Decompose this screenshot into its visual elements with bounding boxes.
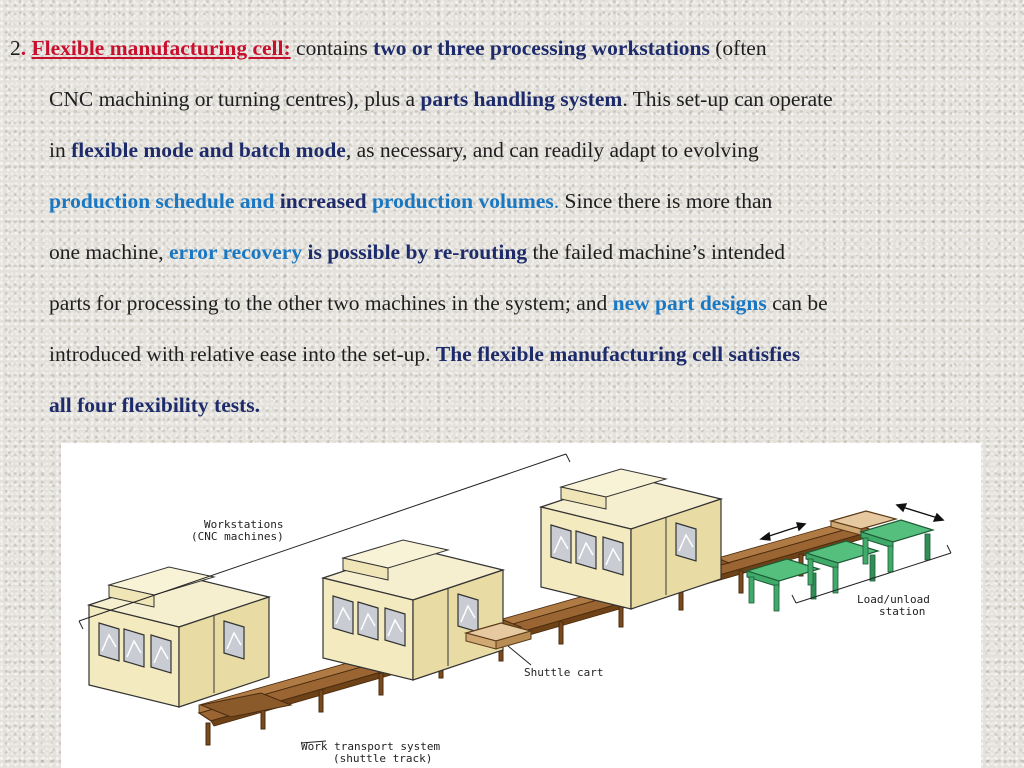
cnc-machine-1 [89, 567, 269, 707]
fmc-illustration: Workstations (CNC machines) Load/unload … [61, 443, 981, 768]
shuttle-track [197, 524, 875, 722]
paragraph-line-7: introduced with relative ease into the s… [49, 342, 801, 366]
shuttle-cart-label: Shuttle cart [524, 666, 603, 679]
load-unload-label: Load/unload [857, 593, 930, 606]
shuttle-cart-end [828, 510, 899, 536]
shuttle-cart [463, 622, 534, 650]
workstations-sublabel: (CNC machines) [191, 530, 284, 543]
double-arrow-icon [759, 503, 945, 541]
fmc-diagram: Workstations (CNC machines) Load/unload … [78, 453, 952, 765]
workstations-bracket [78, 453, 571, 630]
load-unload-bracket [791, 544, 952, 604]
paragraph-line-5: one machine, error recovery is possible … [49, 240, 786, 264]
load-unload-sublabel: station [879, 605, 925, 618]
paragraph-line-4: production schedule and increased produc… [49, 189, 773, 213]
paragraph-line-8: all four flexibility tests. [49, 393, 261, 417]
cnc-machine-3 [541, 469, 721, 609]
cnc-machine-2 [323, 540, 503, 680]
paragraph-line-6: parts for processing to the other two ma… [49, 291, 828, 315]
transport-sublabel: (shuttle track) [333, 752, 432, 765]
list-number: 2. [10, 36, 27, 60]
transport-label: Work transport system [301, 740, 440, 753]
term-heading: Flexible manufacturing cell: [31, 36, 291, 60]
paragraph-line-3: in flexible mode and batch mode, as nece… [49, 138, 759, 162]
paragraph-line-2: CNC machining or turning centres), plus … [49, 87, 833, 111]
workstations-label: Workstations [204, 518, 283, 531]
paragraph-line-1: 2. Flexible manufacturing cell: contains… [10, 36, 767, 60]
